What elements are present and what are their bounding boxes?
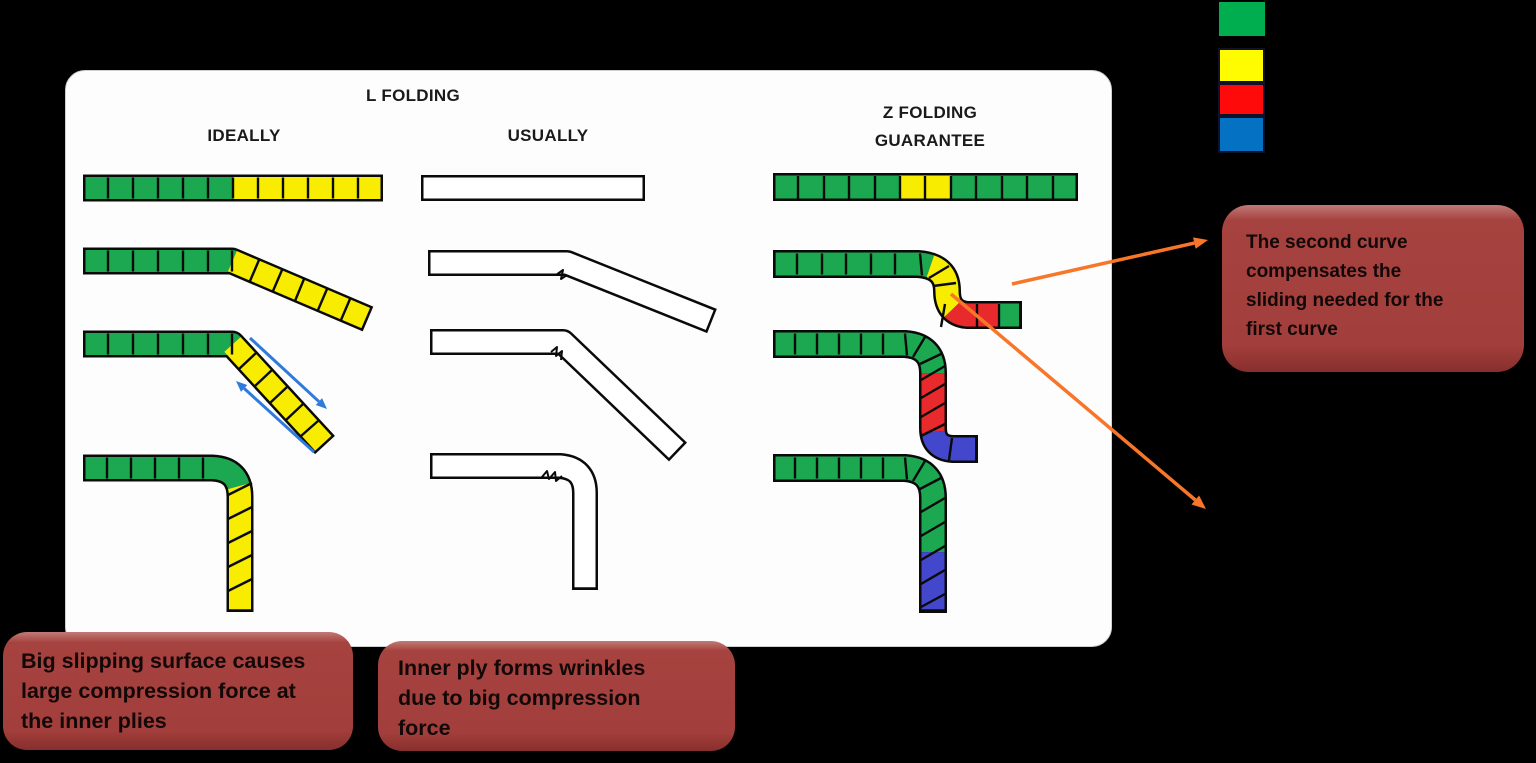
callout-line: the inner plies — [21, 709, 167, 733]
callout-line: due to big compression — [398, 686, 641, 710]
legend-swatch-green — [1219, 2, 1265, 36]
section-title-l-folding: L FOLDING — [366, 86, 460, 105]
column-header-usually: USUALLY — [507, 126, 589, 145]
diagram-panel — [65, 70, 1112, 647]
callout-line: first curve — [1246, 319, 1338, 340]
callout-line: compensates the — [1246, 261, 1402, 282]
callout-line: sliding needed for the — [1246, 290, 1444, 311]
legend-swatch-yellow — [1218, 48, 1265, 83]
column-header-ideally: IDEALLY — [207, 126, 281, 145]
callout-big-slipping: Big slipping surface causes large compre… — [3, 632, 353, 750]
z-folding-line2: GUARANTEE — [874, 131, 986, 150]
callout-line: large compression force at — [21, 679, 296, 703]
legend-swatch-blue — [1218, 116, 1265, 153]
callout-line: The second curve — [1246, 232, 1408, 253]
callout-line: force — [398, 716, 451, 740]
callout-line: Inner ply forms wrinkles — [398, 656, 646, 680]
callout-inner-ply: Inner ply forms wrinkles due to big comp… — [378, 641, 735, 751]
callout-second-curve: The second curve compensates the sliding… — [1222, 205, 1524, 372]
callout-line: Big slipping surface causes — [21, 649, 306, 673]
z-folding-line1: Z FOLDING — [882, 103, 978, 122]
legend-swatch-red — [1218, 83, 1265, 116]
column-header-z-folding: Z FOLDING GUARANTEE — [830, 99, 1030, 155]
